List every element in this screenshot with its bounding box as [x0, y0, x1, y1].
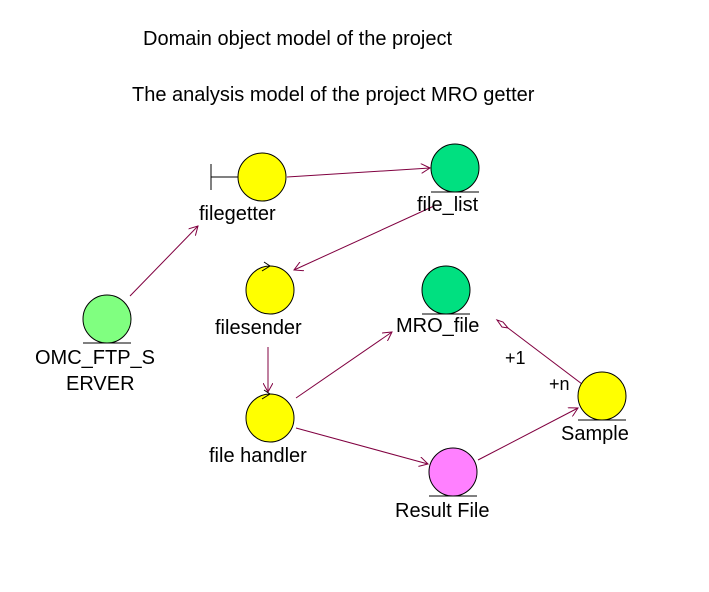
diagram-title: Domain object model of the project [143, 28, 453, 50]
multiplicity-mro-end: +1 [505, 348, 526, 368]
node-file-list[interactable] [430, 143, 480, 193]
node-result-file[interactable] [428, 447, 478, 497]
label-file-list: file_list [417, 194, 479, 216]
sample-shape [577, 371, 627, 421]
label-mro-file: MRO_file [396, 315, 480, 337]
result-file-shape [428, 447, 478, 497]
node-sample[interactable] [577, 371, 627, 421]
filesender-shape [245, 265, 295, 315]
label-filegetter: filegetter [199, 203, 276, 225]
multiplicity-sample-end: +n [549, 374, 570, 394]
edge-result-file-to-sample [477, 408, 578, 461]
node-mro-file[interactable] [421, 265, 471, 315]
edge-sample-to-mro-file-aggregation [507, 327, 583, 385]
node-filegetter[interactable] [210, 152, 287, 202]
label-file-handler: file handler [209, 445, 307, 467]
node-omc-ftp-server[interactable] [82, 294, 132, 344]
file-handler-shape [245, 393, 295, 443]
omc-shape [82, 294, 132, 344]
edge-file-handler-to-result-file [295, 427, 428, 464]
edge-omc-to-filegetter [129, 226, 198, 297]
label-omc-line1: OMC_FTP_S [35, 347, 156, 369]
label-sample: Sample [561, 423, 629, 445]
control-arrowhead [261, 261, 271, 272]
label-omc-line2: ERVER [66, 373, 135, 395]
mro-file-shape [421, 265, 471, 315]
edge-file-handler-to-mro-file [295, 332, 392, 399]
edge-filegetter-to-file-list [286, 168, 430, 178]
label-filesender: filesender [215, 317, 302, 339]
label-result-file: Result File [395, 500, 490, 522]
file-list-shape [430, 143, 480, 193]
control-arrowhead [261, 389, 271, 400]
diagram-subtitle: The analysis model of the project MRO ge… [132, 84, 535, 106]
edge-file-list-to-filesender [294, 205, 435, 270]
node-file-handler[interactable] [245, 389, 295, 443]
aggregation-diamond [495, 319, 510, 329]
filegetter-shape [237, 152, 287, 202]
node-filesender[interactable] [245, 261, 295, 315]
